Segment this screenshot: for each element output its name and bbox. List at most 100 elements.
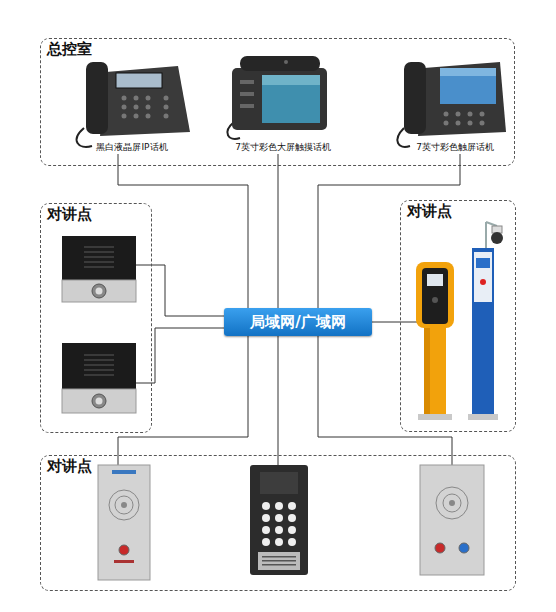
shape	[115, 496, 133, 514]
group-box: 对讲点	[400, 200, 516, 432]
shape	[262, 502, 270, 510]
intercom-panel-1	[62, 236, 136, 302]
shape	[444, 112, 485, 126]
group-heading: 对讲点	[47, 205, 92, 224]
shape	[491, 232, 503, 244]
shape	[119, 545, 129, 555]
shape	[288, 538, 296, 546]
shape	[480, 112, 485, 117]
shape	[444, 112, 449, 117]
phone-1	[77, 62, 190, 147]
speaker-grille	[84, 246, 114, 376]
group-heading: 总控室	[47, 40, 92, 59]
shape	[84, 374, 114, 376]
shape	[485, 222, 487, 248]
shape	[432, 297, 438, 303]
shape	[492, 226, 502, 233]
group-heading: 对讲点	[407, 202, 452, 221]
shape	[424, 326, 446, 418]
shape	[92, 284, 106, 298]
shape	[440, 68, 496, 104]
shape	[372, 322, 418, 323]
shape	[275, 526, 283, 534]
shape	[122, 114, 127, 119]
shape	[146, 105, 151, 110]
shape	[262, 538, 270, 546]
phone-3	[397, 62, 506, 147]
shape	[404, 62, 426, 134]
shape	[427, 274, 443, 286]
shape	[456, 112, 461, 117]
shape	[258, 552, 300, 570]
network-link	[318, 154, 460, 308]
shape	[146, 114, 151, 119]
shape	[84, 256, 114, 258]
shape	[418, 414, 452, 420]
shape	[232, 68, 327, 130]
shape	[468, 414, 498, 420]
shape	[262, 564, 296, 566]
shape	[100, 66, 190, 136]
shape	[121, 502, 127, 508]
group-heading: 对讲点	[47, 457, 92, 476]
shape	[288, 526, 296, 534]
shape	[109, 490, 139, 520]
parking-kiosk	[416, 262, 454, 420]
intercom-bottom-1	[98, 465, 150, 580]
shape	[146, 96, 151, 101]
shape	[62, 280, 136, 302]
shape	[288, 502, 296, 510]
phone-2	[227, 56, 327, 139]
shape	[62, 236, 136, 280]
phone-node: 黑白液晶屏IP话机	[69, 56, 195, 154]
shape	[486, 222, 497, 226]
shape	[250, 465, 308, 575]
shape	[112, 470, 136, 474]
shape	[422, 268, 448, 324]
shape	[262, 556, 296, 566]
shape	[164, 114, 169, 119]
shape	[435, 543, 445, 553]
network-link	[278, 154, 279, 308]
shape	[436, 487, 468, 519]
shape	[480, 121, 485, 126]
shape	[468, 121, 473, 126]
shape	[240, 56, 320, 71]
device-caption: 7英寸彩色触屏话机	[416, 141, 494, 154]
shape	[240, 92, 254, 96]
shape	[275, 538, 283, 546]
shape	[122, 105, 127, 110]
shape	[134, 105, 139, 110]
shape	[84, 266, 114, 268]
shape	[84, 369, 114, 371]
shape	[62, 389, 136, 413]
shape	[84, 364, 114, 366]
shape	[288, 514, 296, 522]
shape	[262, 502, 296, 546]
shape	[136, 328, 224, 383]
shape	[444, 121, 449, 126]
shape	[114, 560, 134, 563]
shape	[476, 258, 490, 268]
shape	[134, 96, 139, 101]
network-label: 局域网/广域网	[250, 313, 345, 332]
shape	[122, 96, 127, 101]
network-link	[118, 154, 248, 308]
shape	[284, 60, 288, 64]
shape	[240, 104, 254, 108]
shape	[262, 75, 320, 85]
shape	[116, 73, 162, 88]
shape	[262, 556, 296, 558]
shape	[275, 502, 283, 510]
shape	[164, 96, 169, 101]
shape	[164, 105, 169, 110]
shape	[240, 80, 254, 84]
shape	[84, 354, 114, 356]
shape	[468, 112, 473, 117]
shape	[136, 265, 224, 316]
group-box: 对讲点	[40, 455, 516, 591]
shape	[62, 343, 136, 389]
group-box: 对讲点	[40, 203, 152, 433]
shape	[424, 326, 430, 418]
